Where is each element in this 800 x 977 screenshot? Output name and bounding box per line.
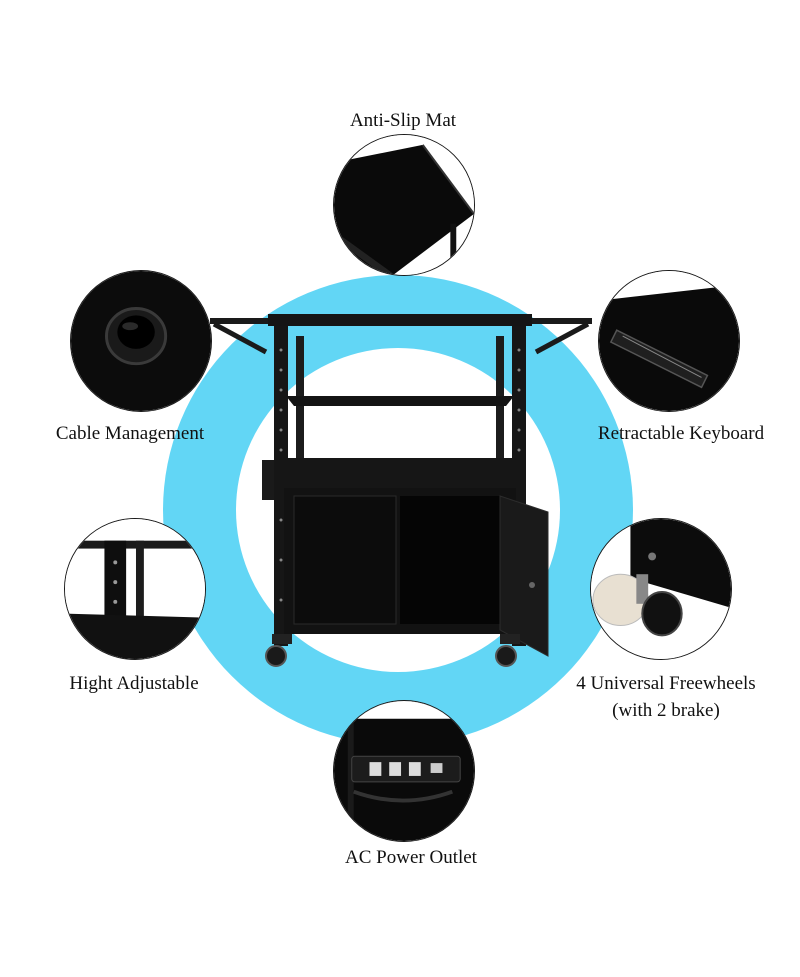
ac-power-outlet-label: AC Power Outlet bbox=[345, 847, 477, 868]
ac-power-outlet-photo bbox=[333, 700, 475, 842]
freewheels-label-line2: (with 2 brake) bbox=[612, 700, 720, 721]
hight-adjustable-photo bbox=[64, 518, 206, 660]
freewheels-photo bbox=[590, 518, 732, 660]
retractable-keyboard-label: Retractable Keyboard bbox=[597, 423, 765, 444]
anti-slip-mat-label: Anti-Slip Mat bbox=[349, 110, 457, 131]
retractable-keyboard-photo bbox=[598, 270, 740, 412]
cable-management-label: Cable Management bbox=[55, 423, 205, 444]
av-cart-image bbox=[210, 314, 592, 667]
anti-slip-mat-photo bbox=[333, 134, 475, 276]
hight-adjustable-label: Hight Adjustable bbox=[69, 673, 199, 694]
freewheels-label-line1: 4 Universal Freewheels bbox=[576, 673, 756, 694]
cable-management-photo bbox=[70, 270, 212, 412]
